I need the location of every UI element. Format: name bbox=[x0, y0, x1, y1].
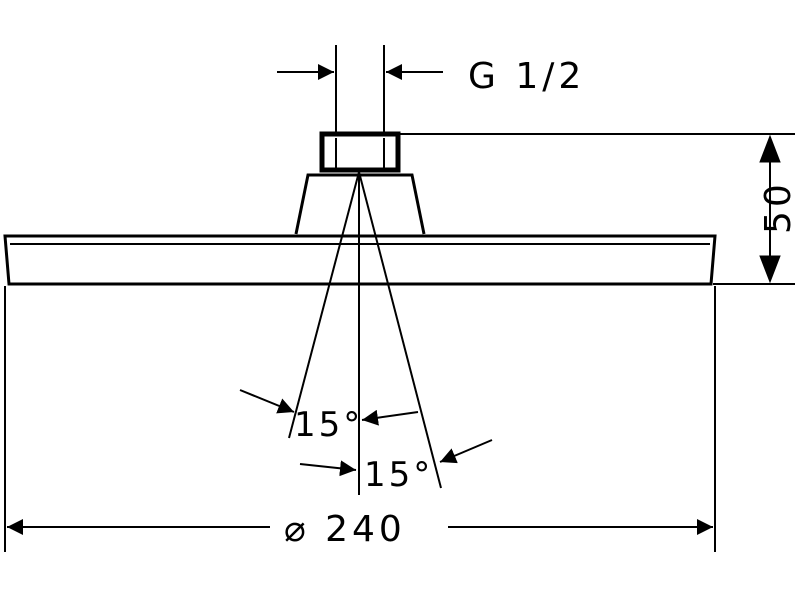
angle-right-arrow-inner bbox=[299, 460, 357, 477]
height-arrow-bottom bbox=[759, 255, 781, 284]
spray-angle-lines bbox=[288, 171, 442, 495]
angle-right-arrow-outer bbox=[439, 439, 493, 464]
diameter-dimension bbox=[4, 286, 716, 552]
shower-head-outline bbox=[3, 234, 717, 286]
height-arrow-top bbox=[759, 134, 781, 163]
height-dimension bbox=[400, 133, 795, 285]
angle-arrows bbox=[239, 389, 493, 477]
diameter-label: ⌀ 240 bbox=[284, 509, 406, 550]
height-label: 50 bbox=[758, 180, 799, 234]
angle-right-label: 15° bbox=[364, 455, 433, 495]
thread-width-dimension bbox=[277, 45, 443, 132]
thread-label: G 1/2 bbox=[468, 56, 585, 97]
angle-left-arrow-outer bbox=[239, 389, 295, 414]
angle-left-arrow-inner bbox=[361, 409, 419, 426]
thread-nut bbox=[319, 131, 401, 173]
spray-line-left bbox=[288, 171, 360, 439]
spray-line-right bbox=[358, 171, 442, 489]
angle-left-label: 15° bbox=[294, 405, 363, 445]
